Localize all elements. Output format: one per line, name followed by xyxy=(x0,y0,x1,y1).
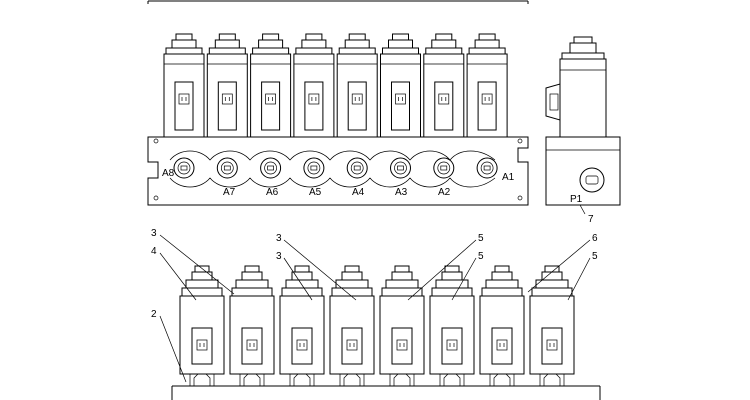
callout-5-right-top: 5 xyxy=(478,233,484,244)
top-port xyxy=(216,157,238,179)
top-solenoid-unit xyxy=(423,33,465,138)
bottom-solenoid-unit xyxy=(429,265,475,387)
bottom-manifold-edge xyxy=(171,385,601,400)
side-view-valve xyxy=(545,36,621,206)
callout-7: 7 xyxy=(588,214,594,225)
port-label-a7: A7 xyxy=(223,187,236,198)
top-solenoid-unit xyxy=(163,33,205,138)
side-port-label-p1: P1 xyxy=(570,194,583,205)
top-solenoid-unit xyxy=(380,33,421,138)
bottom-solenoid-unit xyxy=(379,265,425,387)
bottom-solenoid-unit xyxy=(329,265,375,387)
top-port xyxy=(260,157,282,179)
top-manifold-block xyxy=(147,136,529,206)
callout-5-far-right: 5 xyxy=(592,251,598,262)
top-solenoid-row xyxy=(163,33,508,138)
leader-lines xyxy=(159,234,591,383)
port-label-a2: A2 xyxy=(438,187,451,198)
top-solenoid-unit xyxy=(250,33,292,138)
top-solenoid-unit xyxy=(206,33,248,138)
callout-3-left: 3 xyxy=(151,228,157,239)
callout-3-mid-bottom: 3 xyxy=(276,251,282,262)
top-port xyxy=(476,157,498,179)
top-solenoid-unit xyxy=(336,33,378,138)
top-port-row xyxy=(173,157,498,179)
top-solenoid-unit xyxy=(293,33,335,138)
port-label-a3: A3 xyxy=(395,187,408,198)
port-label-a8: A8 xyxy=(162,168,175,179)
bottom-solenoid-unit xyxy=(179,265,225,387)
callout-4-left: 4 xyxy=(151,246,157,257)
callout-3-mid-top: 3 xyxy=(276,233,282,244)
bottom-solenoid-unit xyxy=(229,265,275,387)
top-edge-strip xyxy=(147,0,529,4)
top-solenoid-unit xyxy=(466,33,508,138)
port-label-a1: A1 xyxy=(502,172,515,183)
callout-2-left: 2 xyxy=(151,309,157,320)
port-label-a6: A6 xyxy=(266,187,279,198)
bottom-solenoid-row xyxy=(179,265,575,387)
callout-5-right-bottom: 5 xyxy=(478,251,484,262)
bottom-solenoid-unit xyxy=(479,265,525,387)
top-port xyxy=(173,157,195,179)
port-label-a4: A4 xyxy=(352,187,365,198)
top-port xyxy=(433,157,455,179)
bottom-solenoid-unit xyxy=(279,265,325,387)
top-port xyxy=(303,157,325,179)
bottom-solenoid-unit xyxy=(529,265,575,387)
port-label-a5: A5 xyxy=(309,187,322,198)
top-port xyxy=(390,157,411,179)
callout-6-far-right: 6 xyxy=(592,233,598,244)
top-port xyxy=(346,157,368,179)
